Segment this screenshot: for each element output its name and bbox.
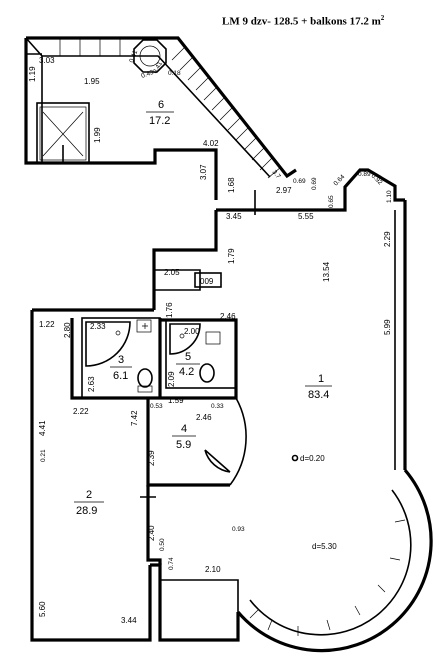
dim-label: 1.59 — [168, 396, 184, 405]
dim-label: 13.54 — [322, 261, 331, 282]
room-6-area: 17.2 — [149, 115, 170, 127]
interior-walls — [70, 269, 247, 565]
dim-label: 4.41 — [38, 420, 47, 436]
dim-label: 1.76 — [165, 302, 174, 318]
dim-label: 2.80 — [63, 322, 72, 338]
column-diameter-note: d=0.20 — [300, 454, 325, 463]
dim-label: 2.05 — [164, 268, 180, 277]
dim-label: 7.42 — [130, 410, 139, 426]
dim-label: 1.95 — [84, 77, 100, 86]
room-4-number: 4 — [181, 423, 187, 435]
dim-label: 1.19 — [28, 66, 37, 82]
dim-label: 4.02 — [203, 139, 219, 148]
dim-label: 0.69 — [311, 177, 318, 190]
octagon-planter — [133, 39, 167, 73]
room-5-area: 4.2 — [179, 366, 194, 378]
dim-label: 0.33 — [211, 403, 224, 410]
room-2-label: 2 28.9 — [74, 489, 104, 517]
room-2-number: 2 — [86, 489, 92, 501]
dim-label: 3.44 — [121, 616, 137, 625]
dim-label: 2.29 — [383, 231, 392, 247]
room-3-area: 6.1 — [113, 370, 128, 382]
room-5-number: 5 — [185, 351, 191, 363]
dim-label: 3.45 — [226, 212, 242, 221]
dim-label: 0.65 — [328, 195, 335, 208]
room-4-area: 5.9 — [176, 439, 191, 451]
dim-label: 0.21 — [40, 449, 47, 462]
column — [291, 454, 299, 462]
dim-label: 0.74 — [168, 557, 175, 570]
dim-label: 2.46 — [220, 312, 236, 321]
dim-label: 1.22 — [39, 320, 55, 329]
dim-label: 5.99 — [383, 319, 392, 335]
dim-label: 1.79 — [227, 248, 236, 264]
dim-label: 0.93 — [232, 526, 245, 533]
room-5-label: 5 4.2 — [176, 351, 200, 378]
dimension-labels: 3.03 1.19 1.95 1.99 0.41 0.43 0.41 0.18 … — [28, 49, 393, 625]
dim-label: 0.69 — [293, 178, 306, 185]
dim-label: 0.18 — [168, 70, 181, 77]
room-3-label: 3 6.1 — [110, 354, 132, 382]
unit-code-box — [194, 272, 222, 288]
dim-label: 1.10 — [386, 190, 393, 203]
dim-label: 2.09 — [167, 371, 176, 387]
room-4-label: 4 5.9 — [172, 423, 196, 451]
room-1-number: 1 — [318, 373, 324, 385]
door-swing-room-4 — [204, 449, 231, 473]
door-mark-lower — [140, 490, 156, 505]
toilet-room-3 — [136, 319, 153, 393]
dim-label: 1.68 — [227, 177, 236, 193]
dim-label: 1.99 — [93, 127, 102, 143]
dim-label: 2.10 — [205, 565, 221, 574]
dim-label: 2.22 — [73, 407, 89, 416]
bay-window-segments — [249, 519, 406, 636]
dim-label: 2.33 — [90, 322, 106, 331]
dim-label: 2.46 — [196, 413, 212, 422]
room-6-label: 6 17.2 — [146, 99, 174, 127]
dim-label: 0.92 — [370, 172, 384, 186]
exterior-walls — [30, 168, 433, 653]
dim-label: 3.07 — [199, 164, 208, 180]
bathtub-room-3 — [85, 321, 131, 367]
door-mark-balcony — [62, 145, 256, 215]
dim-label: 2.39 — [147, 450, 156, 466]
dim-label: 2.97 — [276, 186, 292, 195]
plan-title-superscript: 2 — [380, 14, 385, 22]
dim-label: 0.53 — [150, 403, 163, 410]
room-1-label: 1 83.4 — [305, 373, 332, 401]
shower-room-5 — [169, 323, 221, 383]
dim-label: 2.40 — [147, 525, 156, 541]
plan-title-text: LM 9 dzv- 128.5 + balkons 17.2 m — [222, 15, 381, 28]
dim-label: 3.7 — [270, 169, 281, 181]
room-6-number: 6 — [158, 99, 164, 111]
dim-label: 5.55 — [298, 212, 314, 221]
room-1-area: 83.4 — [308, 389, 329, 401]
dim-label: 0.89 — [358, 171, 371, 178]
dim-label: 0.50 — [159, 538, 166, 551]
dim-label: 0.43 — [140, 69, 155, 80]
plan-title: LM 9 dzv- 128.5 + balkons 17.2 m2 — [222, 14, 384, 28]
dim-label: 0.41 — [128, 49, 139, 64]
balcony-outline — [24, 36, 297, 200]
bay-diameter-note: d=5.30 — [312, 542, 337, 551]
room-2-area: 28.9 — [76, 505, 97, 517]
planter-circle — [139, 45, 161, 67]
dim-label: 2.00 — [184, 327, 200, 336]
room-3-number: 3 — [118, 354, 124, 366]
unit-code: 009 — [200, 277, 214, 286]
dim-label: 2.63 — [87, 376, 96, 392]
dim-label: 5.60 — [38, 601, 47, 617]
dim-label: 3.03 — [39, 56, 55, 65]
